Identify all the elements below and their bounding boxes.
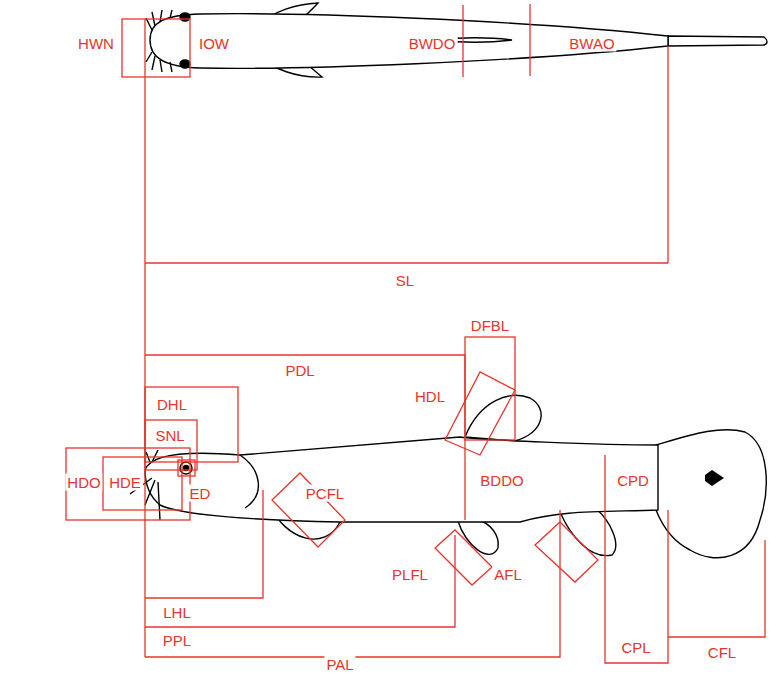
measurement-label: DHL bbox=[155, 396, 189, 413]
measurement-label: LHL bbox=[161, 604, 193, 621]
measurement-label: DFBL bbox=[469, 317, 511, 334]
measurement-label: PCFL bbox=[304, 485, 346, 502]
measurement-label: ED bbox=[188, 485, 213, 502]
measurement-label: HDO bbox=[65, 474, 102, 491]
measurement-label: HWN bbox=[76, 35, 116, 52]
measurement-label: PLFL bbox=[390, 566, 430, 583]
measurement-label: PAL bbox=[324, 656, 355, 673]
measurement-label: HDL bbox=[413, 388, 447, 405]
measurement-label: HDE bbox=[107, 474, 143, 491]
measurement-label: CFL bbox=[706, 644, 738, 661]
measurement-label: PDL bbox=[283, 362, 316, 379]
measurement-label: BDDO bbox=[478, 472, 525, 489]
measurement-label: CPD bbox=[615, 472, 651, 489]
measurement-label: AFL bbox=[492, 566, 524, 583]
measurement-label: PPL bbox=[161, 632, 193, 649]
measurement-label: BWAO bbox=[567, 35, 616, 52]
measurement-label: SL bbox=[394, 272, 416, 289]
measurement-label: IOW bbox=[197, 35, 231, 52]
measurement-label: SNL bbox=[153, 427, 186, 444]
measurement-label: CPL bbox=[619, 639, 652, 656]
measurement-label: BWDO bbox=[407, 35, 458, 52]
